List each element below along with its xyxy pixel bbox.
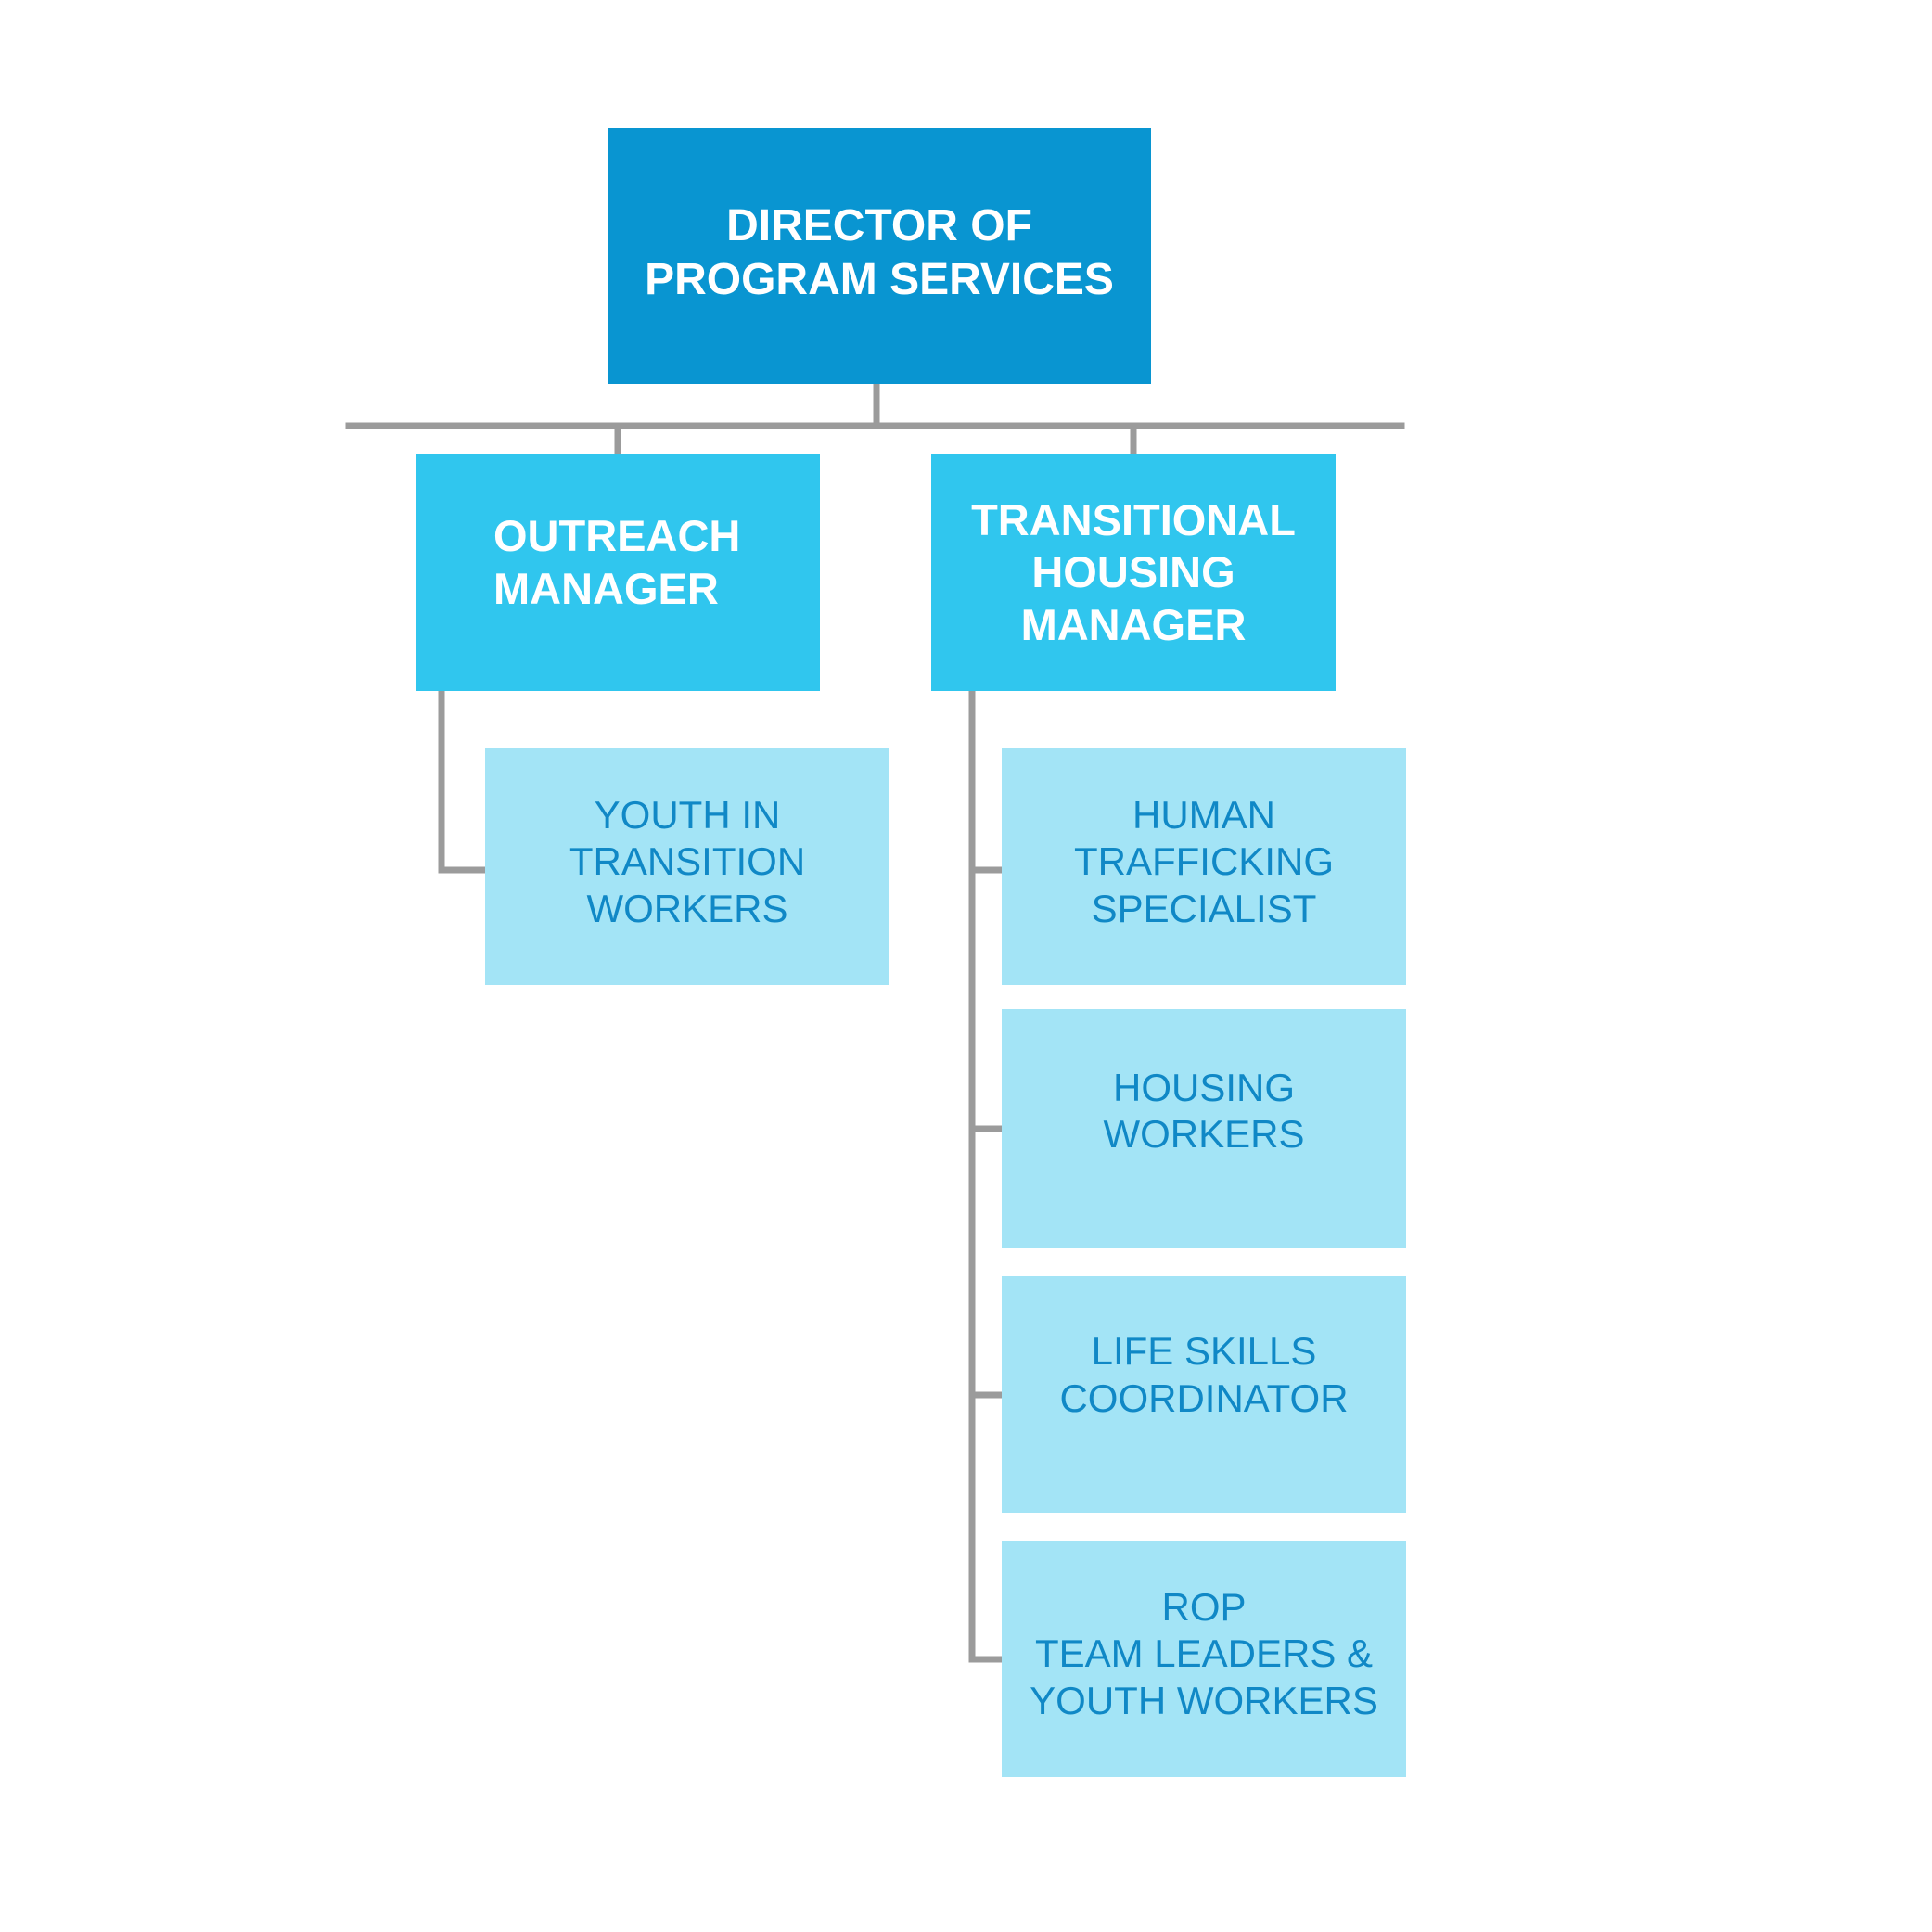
transitional-housing-manager-label: TRANSITIONAL HOUSING MANAGER xyxy=(971,494,1296,649)
human-trafficking-specialist-box: HUMAN TRAFFICKING SPECIALIST xyxy=(1002,748,1406,985)
life-skills-coordinator-box: LIFE SKILLS COORDINATOR xyxy=(1002,1276,1406,1513)
youth-in-transition-workers-label: YOUTH IN TRANSITION WORKERS xyxy=(569,792,806,930)
director-label: DIRECTOR OF PROGRAM SERVICES xyxy=(645,201,1114,304)
director-box: DIRECTOR OF PROGRAM SERVICES xyxy=(608,128,1151,384)
outreach-manager-label: OUTREACH MANAGER xyxy=(493,511,741,613)
outreach-manager-box: OUTREACH MANAGER xyxy=(416,454,820,691)
housing-workers-box: HOUSING WORKERS xyxy=(1002,1009,1406,1248)
transitional-housing-manager-box: TRANSITIONAL HOUSING MANAGER xyxy=(931,454,1336,691)
rop-team-leaders-box: ROP TEAM LEADERS & YOUTH WORKERS xyxy=(1002,1541,1406,1777)
youth-in-transition-workers-box: YOUTH IN TRANSITION WORKERS xyxy=(485,748,889,985)
human-trafficking-specialist-label: HUMAN TRAFFICKING SPECIALIST xyxy=(1074,792,1334,930)
rop-team-leaders-label: ROP TEAM LEADERS & YOUTH WORKERS xyxy=(1030,1584,1378,1722)
life-skills-coordinator-label: LIFE SKILLS COORDINATOR xyxy=(1059,1329,1349,1420)
housing-workers-label: HOUSING WORKERS xyxy=(1103,1065,1305,1156)
